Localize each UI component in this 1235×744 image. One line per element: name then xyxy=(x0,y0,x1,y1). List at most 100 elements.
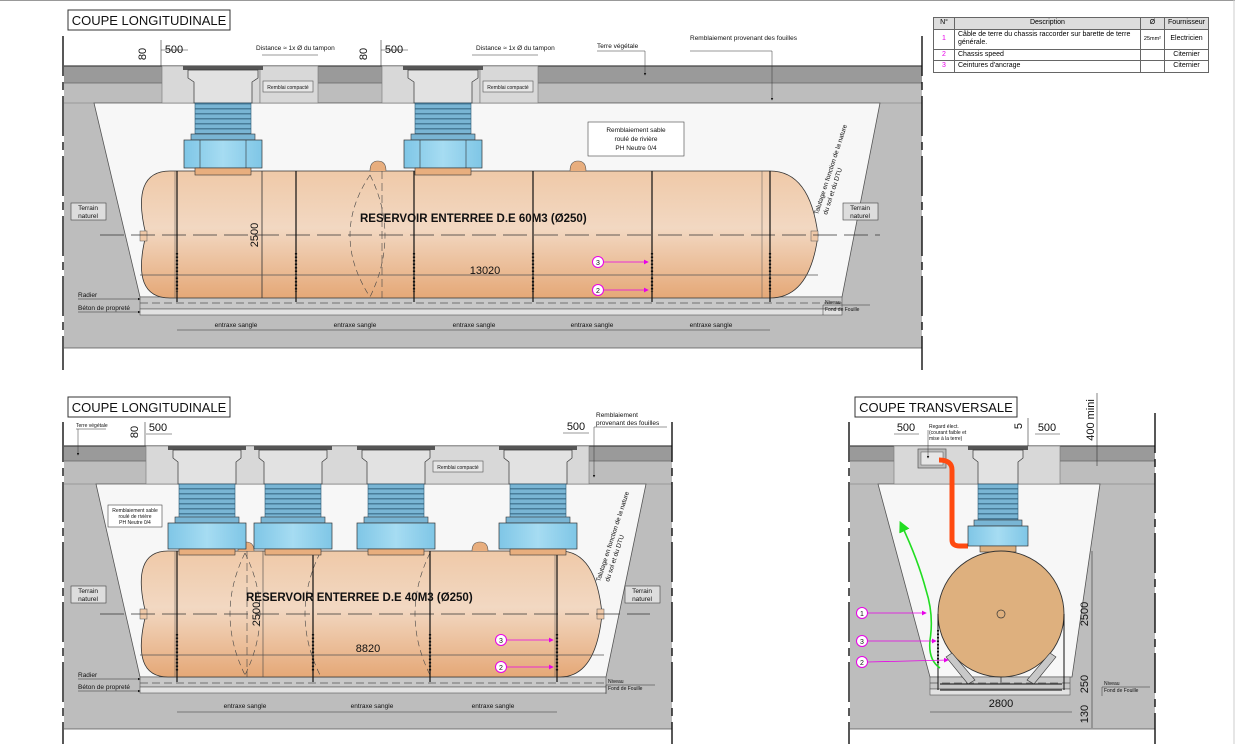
svg-text:(courant faible et: (courant faible et xyxy=(929,430,967,436)
beton-proprete xyxy=(139,308,843,316)
height-dim: 2500 xyxy=(251,602,263,626)
niveau-label: Niveau xyxy=(825,300,841,306)
svg-text:Terrain: Terrain xyxy=(78,205,98,212)
manhole-chimney xyxy=(356,446,436,556)
svg-text:PH Neutre 0/4: PH Neutre 0/4 xyxy=(615,145,657,152)
section-3-transversal: COUPE TRANSVERSALE xyxy=(848,393,1156,744)
svg-text:Fond de Fouille: Fond de Fouille xyxy=(608,686,643,692)
terre-vegetale-label: Terre végétale xyxy=(597,43,639,50)
terrain-naturel-box xyxy=(70,585,107,604)
radier-label: Radier xyxy=(78,292,98,299)
marker-2: 2 xyxy=(856,656,949,668)
svg-text:entraxe sangle: entraxe sangle xyxy=(472,703,515,710)
svg-text:Fond de Fouille: Fond de Fouille xyxy=(1104,688,1139,694)
svg-text:3: 3 xyxy=(860,639,864,646)
svg-text:entraxe sangle: entraxe sangle xyxy=(571,322,614,329)
svg-text:Terrain: Terrain xyxy=(850,205,870,212)
marker-3: 3 xyxy=(495,634,554,646)
svg-text:2: 2 xyxy=(596,288,600,295)
svg-text:naturel: naturel xyxy=(850,213,870,220)
manhole-chimney xyxy=(167,446,247,556)
terrain-naturel-box xyxy=(624,585,661,604)
section-2-longitudinal-40m3: COUPE LONGITUDINALE Remblai compacté xyxy=(62,396,673,744)
legend-row: 1 Câble de terre du chassis raccorder su… xyxy=(933,28,1209,50)
svg-text:5: 5 xyxy=(1013,423,1025,429)
remblai-compacte-label: Remblai compacté xyxy=(487,85,529,91)
distance-label: Distance ≈ 1x Ø du tampon xyxy=(476,45,555,52)
manhole-chimney xyxy=(253,446,333,556)
section-1-title: COUPE LONGITUDINALE xyxy=(72,13,227,28)
remblaiement-fouilles-label: Remblaiement xyxy=(596,412,638,419)
svg-text:500: 500 xyxy=(149,422,167,434)
section-2-title-box xyxy=(67,396,231,418)
marker-1: 1 xyxy=(856,607,927,619)
svg-text:3: 3 xyxy=(499,638,503,645)
dim-80: 80 xyxy=(137,48,149,60)
svg-text:entraxe sangle: entraxe sangle xyxy=(690,322,733,329)
chassis-saddle xyxy=(945,652,1057,685)
svg-text:80: 80 xyxy=(129,426,141,438)
remblai-compacte-label: Remblai compacté xyxy=(267,85,309,91)
tank-cross-section xyxy=(937,550,1065,678)
ground-cable xyxy=(899,520,941,669)
dim-500: 500 xyxy=(385,44,403,56)
length-dim: 8820 xyxy=(356,643,380,655)
remblai-compacte-box xyxy=(262,80,314,93)
svg-text:130: 130 xyxy=(1079,705,1091,723)
svg-text:PH Neutre 0/4: PH Neutre 0/4 xyxy=(119,520,151,526)
remblaiement-fouilles-label: Remblaiement provenant des fouilles xyxy=(690,35,798,42)
svg-text:Terrain: Terrain xyxy=(78,588,98,595)
width-dim: 2800 xyxy=(989,698,1013,710)
legend-table: N° Description Ø Fournisseur 1 Câble de … xyxy=(933,17,1209,73)
svg-text:Remblaiement sable: Remblaiement sable xyxy=(606,127,666,134)
svg-text:2: 2 xyxy=(499,665,503,672)
sand-fill-box xyxy=(587,121,685,157)
marker-3: 3 xyxy=(592,256,649,268)
legend-row: 3 Ceintures d'ancrage Citernier xyxy=(933,60,1209,73)
section-1-title-box xyxy=(67,9,231,31)
svg-text:250: 250 xyxy=(1079,675,1091,693)
sand-fill-box xyxy=(107,504,163,528)
legend-row: 2 Chassis speed Citernier xyxy=(933,48,1209,61)
height-dim: 2500 xyxy=(1079,602,1091,626)
svg-text:entraxe sangle: entraxe sangle xyxy=(334,322,377,329)
svg-text:500: 500 xyxy=(1038,422,1056,434)
svg-text:500: 500 xyxy=(567,421,585,433)
svg-text:entraxe sangle: entraxe sangle xyxy=(453,322,496,329)
marker-2: 2 xyxy=(592,284,649,296)
manhole-chimney xyxy=(498,446,578,556)
dim-400-mini: 400 mini xyxy=(1085,399,1097,441)
svg-text:naturel: naturel xyxy=(632,596,652,603)
height-dim: 2500 xyxy=(249,223,261,247)
svg-text:entraxe sangle: entraxe sangle xyxy=(215,322,258,329)
svg-text:entraxe sangle: entraxe sangle xyxy=(224,703,267,710)
svg-text:entraxe sangle: entraxe sangle xyxy=(351,703,394,710)
section-3-title: COUPE TRANSVERSALE xyxy=(859,400,1013,415)
length-dim: 13020 xyxy=(470,265,501,277)
svg-text:Remblai compacté: Remblai compacté xyxy=(437,465,479,471)
section-1-longitudinal-60m3: COUPE LONGITUDINALE Remblai compacté Rem… xyxy=(62,9,923,370)
svg-text:Remblaiement sable: Remblaiement sable xyxy=(112,508,158,514)
entraxe-dims: entraxe sangle entraxe sangle entraxe sa… xyxy=(177,322,770,331)
remblai-compacte-box xyxy=(482,80,534,93)
terrain-naturel-box xyxy=(70,202,107,221)
electrical-conduit xyxy=(938,457,955,540)
radier-label: Radier xyxy=(78,672,98,679)
svg-text:1: 1 xyxy=(860,611,864,618)
svg-text:roulé de rivière: roulé de rivière xyxy=(118,514,151,520)
terrain-naturel-box xyxy=(842,202,879,221)
svg-text:2: 2 xyxy=(860,660,864,667)
niveau-label: Niveau xyxy=(608,679,624,685)
svg-text:mise à la terre): mise à la terre) xyxy=(929,436,963,442)
svg-text:500: 500 xyxy=(897,422,915,434)
svg-text:naturel: naturel xyxy=(78,596,98,603)
tank-label: RESERVOIR ENTERREE D.E 40M3 (Ø250) xyxy=(246,592,473,604)
manhole-chimney xyxy=(403,66,483,176)
beton-label: Béton de propreté xyxy=(78,684,130,691)
tank-label: RESERVOIR ENTERREE D.E 60M3 (Ø250) xyxy=(360,213,587,225)
remblai-compacte-box xyxy=(432,460,484,473)
section-2-title: COUPE LONGITUDINALE xyxy=(72,400,227,415)
niveau-label: Niveau xyxy=(1104,681,1120,687)
svg-text:Fond de Fouille: Fond de Fouille xyxy=(825,307,860,313)
